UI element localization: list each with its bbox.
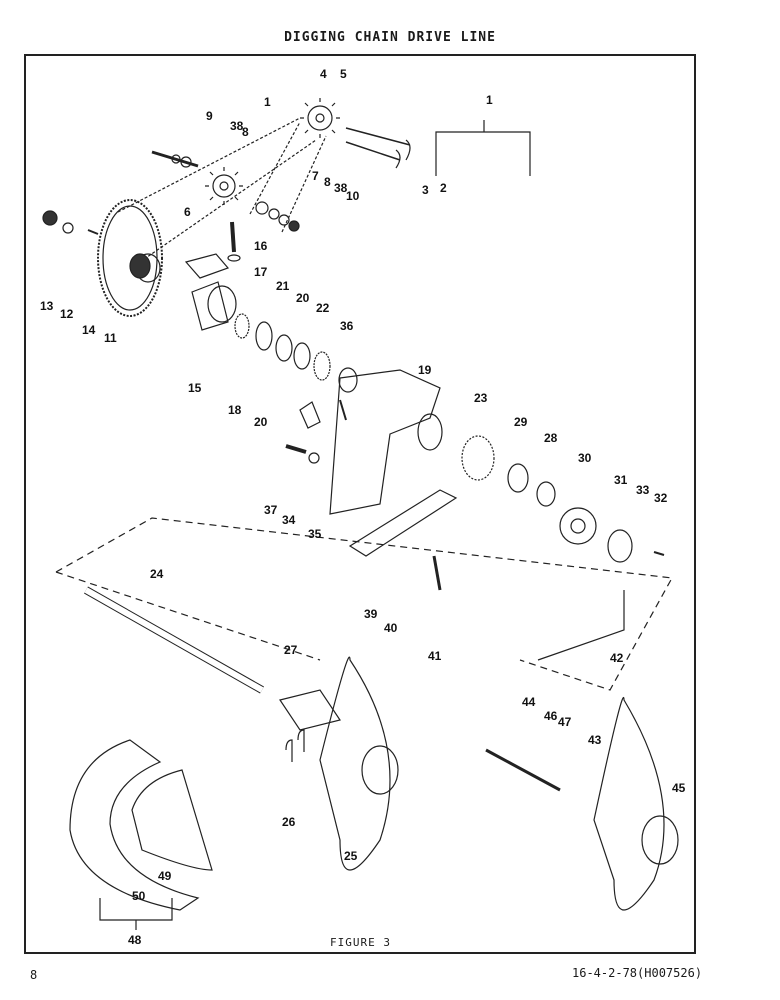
auger-left [279, 656, 399, 871]
drive-housing [329, 367, 443, 515]
callout-34: 34 [282, 513, 296, 527]
callout-47: 47 [558, 715, 572, 729]
callout-25: 25 [344, 849, 358, 863]
callout-15: 15 [188, 381, 202, 395]
callout-18: 18 [228, 403, 242, 417]
large-sprocket [97, 199, 163, 317]
callout-50: 50 [132, 889, 146, 903]
callout-1: 1 [264, 95, 271, 109]
callout-3: 3 [422, 183, 429, 197]
callout-17: 17 [254, 265, 268, 279]
upper-sprocket [300, 98, 340, 138]
callout-37: 37 [264, 503, 278, 517]
callout-46: 46 [544, 709, 558, 723]
callout-36: 36 [340, 319, 354, 333]
callout-38: 38 [334, 181, 348, 195]
chain-right-run [345, 127, 411, 161]
callout-21: 21 [276, 279, 290, 293]
callout-33: 33 [636, 483, 650, 497]
callout-1: 1 [486, 93, 493, 107]
drive-sprocket [559, 507, 597, 545]
callout-11: 11 [104, 331, 117, 345]
idler-sprocket [205, 167, 243, 205]
callout-20: 20 [296, 291, 310, 305]
callout-38: 38 [230, 119, 244, 133]
callout-39: 39 [364, 607, 378, 621]
auger-right [485, 697, 679, 911]
callout-32: 32 [654, 491, 668, 505]
callout-19: 19 [418, 363, 432, 377]
callout-12: 12 [60, 307, 74, 321]
callout-2: 2 [440, 181, 447, 195]
callout-23: 23 [474, 391, 488, 405]
callout-28: 28 [544, 431, 558, 445]
callout-41: 41 [428, 649, 442, 663]
sprocket-hub [184, 253, 237, 331]
callout-14: 14 [82, 323, 96, 337]
callout-5: 5 [340, 67, 347, 81]
callout-7: 7 [312, 169, 319, 183]
callout-20: 20 [254, 415, 268, 429]
callout-40: 40 [384, 621, 398, 635]
callout-49: 49 [158, 869, 172, 883]
callout-16: 16 [254, 239, 268, 253]
callout-43: 43 [588, 733, 602, 747]
guard-shield [69, 739, 200, 911]
callout-30: 30 [578, 451, 592, 465]
main-shaft [84, 586, 264, 694]
callout-26: 26 [282, 815, 296, 829]
figure-caption: FIGURE 3 [330, 936, 391, 949]
callout-6: 6 [184, 205, 191, 219]
callout-35: 35 [308, 527, 322, 541]
drive-chain [117, 117, 327, 263]
callout-44: 44 [522, 695, 536, 709]
callout-27: 27 [284, 643, 298, 657]
callout-13: 13 [40, 299, 54, 313]
callout-4: 4 [320, 67, 327, 81]
callout-48: 48 [128, 933, 142, 947]
callout-29: 29 [514, 415, 528, 429]
callout-10: 10 [346, 189, 360, 203]
callout-22: 22 [316, 301, 330, 315]
callout-31: 31 [614, 473, 628, 487]
page-number: 8 [30, 968, 38, 982]
figure-frame [24, 54, 696, 954]
document-id: 16-4-2-78(H007526) [572, 966, 703, 980]
callout-9: 9 [206, 109, 213, 123]
callout-24: 24 [150, 567, 164, 581]
callout-42: 42 [610, 651, 624, 665]
callout-8: 8 [324, 175, 331, 189]
callout-45: 45 [672, 781, 686, 795]
page-title: DIGGING CHAIN DRIVE LINE [284, 30, 496, 45]
callout-8: 8 [242, 125, 249, 139]
